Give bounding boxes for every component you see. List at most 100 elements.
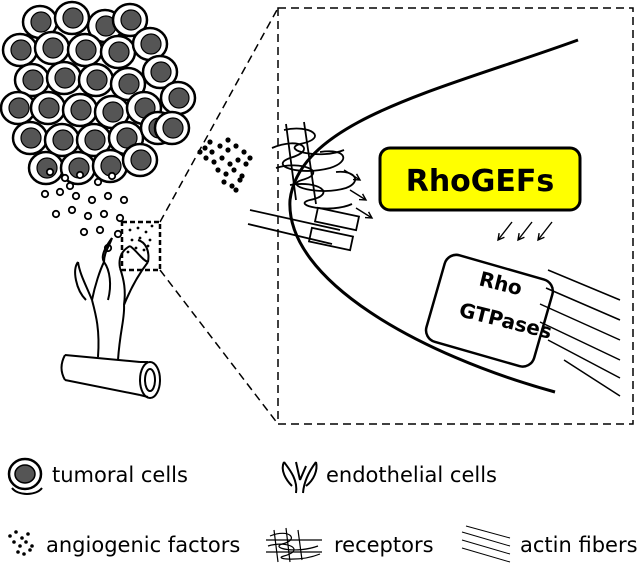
endothelial-cells xyxy=(74,237,150,301)
factor-speck xyxy=(150,224,154,228)
tumor-cell xyxy=(75,122,113,158)
angiogenic-factor-dot xyxy=(40,189,50,199)
angiogenic-factor-dot xyxy=(71,191,81,201)
legend-actin-fibers-icon xyxy=(461,525,511,563)
rhogef-label: RhoGEFs xyxy=(406,164,555,199)
angiogenic-factor-dot xyxy=(203,155,209,161)
legend-factor-speck xyxy=(12,540,16,544)
angiogenic-factor-dot xyxy=(67,205,77,215)
tumor-cell xyxy=(93,94,131,130)
legend-angiogenic-factors-label: angiogenic factors xyxy=(46,533,240,557)
angiogenic-factor-dot xyxy=(215,167,221,173)
tumor-cell xyxy=(27,150,65,186)
angiogenic-factor-dot xyxy=(219,155,225,161)
receptor-to-rhogef-arrows xyxy=(343,169,374,219)
tumor-cell xyxy=(91,148,129,184)
angiogenic-factor-dot xyxy=(75,170,85,180)
zoom-panel xyxy=(277,7,634,425)
zoom-source-box xyxy=(120,220,162,272)
factor-speck xyxy=(138,236,142,240)
tumor-cell xyxy=(153,110,191,146)
angiogenic-factor-dot xyxy=(87,195,97,205)
angiogenic-factor-dot xyxy=(223,171,229,177)
factor-speck xyxy=(148,238,152,242)
angiogenic-factor-dot xyxy=(217,143,223,149)
tumor-cell xyxy=(159,80,197,116)
legend-factor-speck xyxy=(24,540,28,544)
angiogenic-factor-dot xyxy=(235,157,241,163)
angiogenic-factor-dot xyxy=(95,225,105,235)
factor-speck xyxy=(146,244,150,248)
legend-actin-line xyxy=(461,531,511,547)
legend-factor-speck xyxy=(18,544,22,548)
blood-vessel xyxy=(60,237,161,399)
signal-arrow xyxy=(517,221,533,242)
tumor-cell xyxy=(43,122,81,158)
actin-fiber-line xyxy=(563,359,621,397)
legend-actin-fibers-label: actin fibers xyxy=(520,533,638,557)
tumor-cell xyxy=(61,92,99,128)
rhogef-to-gtpase-arrows xyxy=(497,221,553,242)
legend: tumoral cells endothelial cells angiogen… xyxy=(7,457,638,563)
signal-arrow xyxy=(343,169,362,181)
legend-factor-speck xyxy=(20,536,24,540)
actin-fiber-line xyxy=(547,269,621,301)
legend-actin-line xyxy=(465,525,511,539)
factor-speck xyxy=(126,250,130,254)
legend-endothelial-cells-label: endothelial cells xyxy=(326,463,497,487)
tumor-cell xyxy=(33,30,71,66)
tumor-cell xyxy=(111,2,149,38)
actin-fibers xyxy=(539,269,621,397)
angiogenic-factor-dot xyxy=(119,195,129,205)
rhogef-box xyxy=(378,146,582,212)
legend-factor-speck xyxy=(26,532,30,536)
actin-fiber-line xyxy=(545,287,621,321)
receptor-coiled xyxy=(271,121,357,210)
angiogenic-factor-dot xyxy=(211,159,217,165)
angiogenic-factor-dot xyxy=(65,181,75,191)
legend-factor-speck xyxy=(8,534,12,538)
tumor-cell xyxy=(131,26,169,62)
angiogenic-factor-dot xyxy=(227,161,233,167)
rhogef-node: RhoGEFs xyxy=(378,146,582,212)
signal-arrow xyxy=(355,207,374,219)
angiogenic-factor-dot xyxy=(243,161,249,167)
factor-speck xyxy=(134,246,138,250)
angiogenic-factor-dot xyxy=(93,177,103,187)
angiogenic-factor-dot xyxy=(113,229,123,239)
angiogenic-factor-dot xyxy=(241,149,247,155)
zoom-angiogenic-factors xyxy=(197,137,253,193)
angiogenic-factor-dot xyxy=(197,149,203,155)
angiogenic-factor-dot xyxy=(221,179,227,185)
angiogenic-factor-dot xyxy=(55,187,65,197)
tumor-cell xyxy=(99,34,137,70)
legend-receptors-label: receptors xyxy=(334,533,434,557)
cell-membrane xyxy=(288,38,579,394)
tumor-cell xyxy=(45,60,83,96)
legend-angiogenic-factors-icon xyxy=(8,530,34,556)
tip-factor-dots xyxy=(126,224,154,254)
receptor-rectangular xyxy=(247,206,361,252)
angiogenic-factor-dot xyxy=(225,147,231,153)
angiogenic-factor-dot xyxy=(103,191,113,201)
legend-factor-speck xyxy=(30,544,34,548)
angiogenic-factor-dot xyxy=(99,209,109,219)
angiogenic-factor-dot xyxy=(83,211,93,221)
signal-arrow xyxy=(497,221,513,242)
angiogenic-factor-dot xyxy=(229,183,235,189)
legend-tumor-cell-icon xyxy=(7,457,43,495)
legend-factor-speck xyxy=(28,548,32,552)
rho-gtpase-node: Rho GTPases xyxy=(424,253,554,368)
tumor-cell xyxy=(121,142,159,178)
signal-arrow xyxy=(349,189,368,201)
legend-factor-speck xyxy=(22,552,26,556)
angiogenic-factor-dot xyxy=(237,177,243,183)
zoom-line-bottom xyxy=(159,269,279,425)
tumor-cell xyxy=(29,90,67,126)
factor-speck xyxy=(144,230,148,234)
angiogenic-factor-dot xyxy=(45,167,55,177)
angiogenic-factor-dot xyxy=(115,213,125,223)
tumor-cell xyxy=(141,54,179,90)
legend-factor-speck xyxy=(14,530,18,534)
